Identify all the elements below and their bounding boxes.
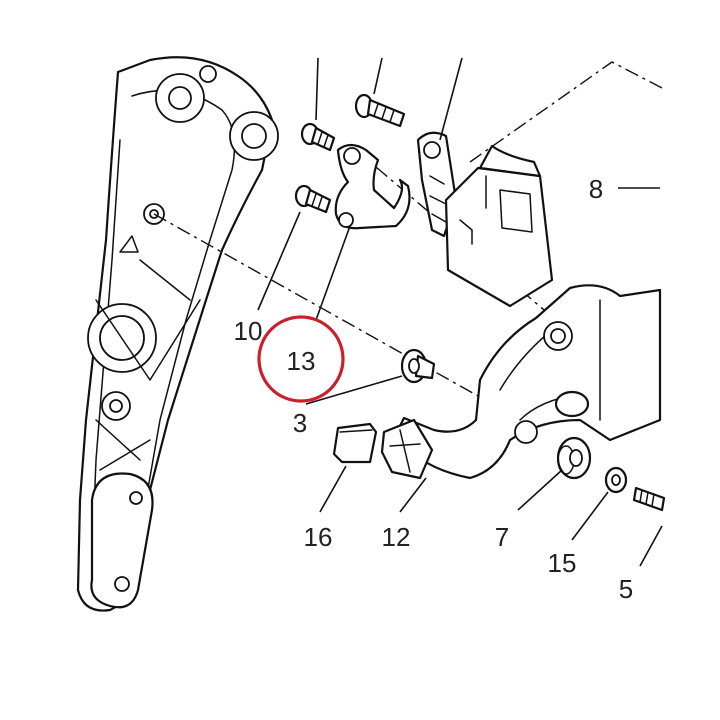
callout-12: 12 [382,522,411,552]
screw-mid [300,122,336,152]
callout-15: 15 [548,548,577,578]
washer [604,466,628,494]
callout-5: 5 [619,574,633,604]
spacer-bushing [400,348,436,384]
callout-7: 7 [495,522,509,552]
callout-8: 8 [589,174,603,204]
highlight-circle [257,315,345,403]
pedal-sensor [416,131,554,308]
screw-upper [354,93,406,128]
leader-lines [257,57,663,567]
pedal-arm [76,56,279,612]
pedal-bracket [380,284,662,480]
callout-3: 3 [293,408,307,438]
grommet [556,436,592,480]
callout-labels: 8 10 13 3 16 12 7 15 5 [234,174,634,604]
callout-10: 10 [234,316,263,346]
callout-13: 13 [287,346,316,376]
screw-10 [294,184,332,214]
mounting-bracket [334,143,411,230]
rubber-pad [332,422,378,464]
bolt [632,486,666,512]
callout-16: 16 [304,522,333,552]
